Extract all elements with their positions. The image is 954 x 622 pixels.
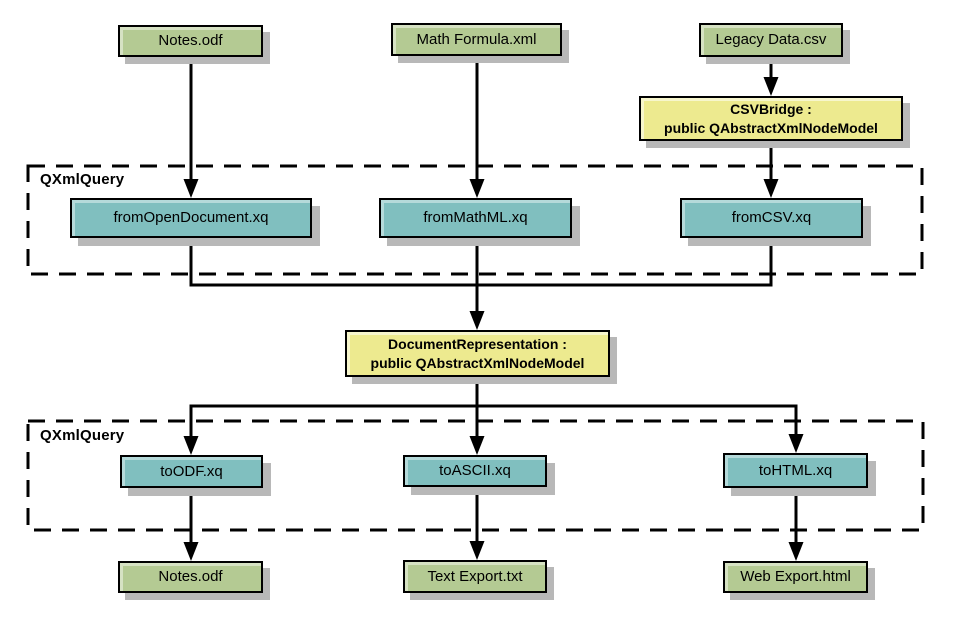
- node-label: fromCSV.xq: [731, 209, 812, 227]
- node-label: Web Export.html: [740, 568, 851, 586]
- node-frommathml-xq: fromMathML.xq: [379, 198, 572, 238]
- edge-mathformula-to-frommathml: [469, 54, 485, 198]
- node-label-line2: public QAbstractXmlNodeModel: [664, 119, 878, 136]
- node-fromcsv-xq: fromCSV.xq: [680, 198, 863, 238]
- node-label: Math Formula.xml: [416, 30, 537, 48]
- node-label: Notes.odf: [158, 568, 223, 586]
- node-tohtml-xq: toHTML.xq: [723, 453, 868, 488]
- edge-legacydata-to-csvbridge: [763, 55, 779, 96]
- node-label-line1: DocumentRepresentation :: [388, 335, 567, 352]
- node-notes-odf-source: Notes.odf: [118, 25, 263, 57]
- node-label: Legacy Data.csv: [715, 31, 827, 49]
- edge-toodf-to-notes: [183, 486, 199, 561]
- node-label: fromMathML.xq: [423, 209, 528, 227]
- node-label: toASCII.xq: [439, 462, 511, 480]
- edge-csvbridge-to-fromcsv: [763, 139, 779, 198]
- node-text-export-txt: Text Export.txt: [403, 560, 547, 593]
- node-label: toHTML.xq: [758, 461, 833, 479]
- node-toascii-xq: toASCII.xq: [403, 455, 547, 487]
- node-label-line2: public QAbstractXmlNodeModel: [370, 354, 585, 371]
- node-label: Notes.odf: [158, 32, 223, 50]
- node-csvbridge-model: CSVBridge : public QAbstractXmlNodeModel: [639, 96, 903, 141]
- node-documentrepresentation-model: DocumentRepresentation : public QAbstrac…: [345, 330, 610, 377]
- node-legacy-data-csv: Legacy Data.csv: [699, 23, 843, 57]
- group-label-qxmlquery-bottom: QXmlQuery: [40, 427, 125, 444]
- edge-notes-to-fromopendocument: [183, 55, 199, 198]
- node-math-formula-xml: Math Formula.xml: [391, 23, 562, 56]
- edge-merge-to-documentrepresentation: [189, 236, 773, 330]
- node-label: toODF.xq: [160, 462, 223, 480]
- node-label: Text Export.txt: [427, 567, 523, 585]
- group-label-qxmlquery-top: QXmlQuery: [40, 171, 125, 188]
- node-label: fromOpenDocument.xq: [113, 209, 269, 227]
- node-notes-odf-output: Notes.odf: [118, 561, 263, 593]
- node-toodf-xq: toODF.xq: [120, 455, 263, 488]
- node-fromopendocument-xq: fromOpenDocument.xq: [70, 198, 312, 238]
- edge-documentrepresentation-fanout: [183, 375, 804, 455]
- node-label-line1: CSVBridge :: [730, 100, 812, 117]
- edge-toascii-to-textexport: [469, 485, 485, 560]
- node-web-export-html: Web Export.html: [723, 561, 868, 593]
- edge-tohtml-to-webexport: [788, 486, 804, 561]
